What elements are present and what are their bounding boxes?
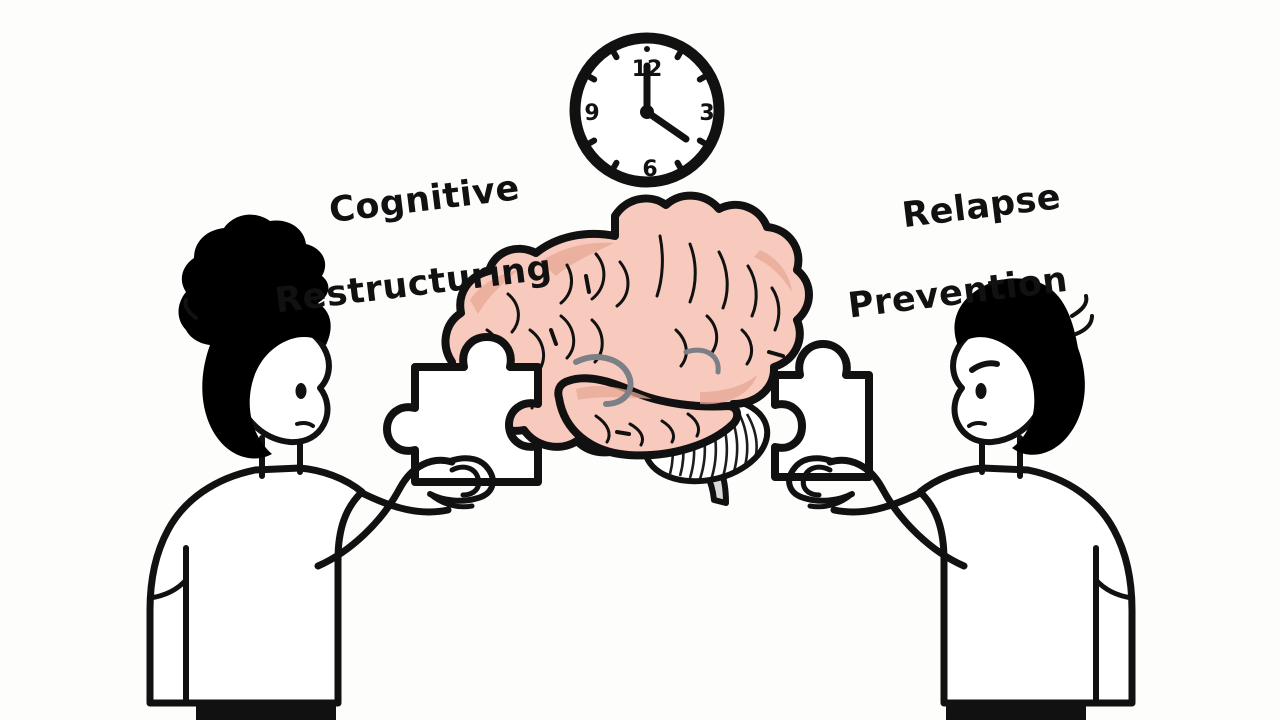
person-right-eyebrow xyxy=(969,360,1000,373)
clock-tick-marks xyxy=(584,46,710,173)
clock-hour-hand xyxy=(643,108,690,143)
person-left-thumb xyxy=(449,464,482,498)
person-right-hand xyxy=(786,455,855,504)
person-right-hair-flick-2 xyxy=(1074,314,1094,336)
person-right-upper-arm xyxy=(826,456,968,570)
person-left-sleeve-cuff xyxy=(147,577,189,601)
person-left-mouth xyxy=(295,420,315,428)
left-puzzle-piece[interactable] xyxy=(383,333,542,486)
brain-dash-accents xyxy=(549,274,785,436)
person-left-sleeve-hem xyxy=(356,488,452,516)
label-relapse-prevention-line2: Prevention xyxy=(845,259,1070,327)
person-right-mouth xyxy=(967,420,987,428)
person-right-thumb xyxy=(800,464,833,498)
clock-numeral-9: 9 xyxy=(584,101,599,126)
person-right-sleeve-cuff xyxy=(1093,577,1135,601)
person-right-fingers xyxy=(807,491,855,510)
person-left-shirt xyxy=(146,464,366,707)
person-right xyxy=(786,278,1136,720)
central-sulcus-hook xyxy=(683,347,721,375)
person-right-hair-flick xyxy=(1070,294,1089,318)
person-left-fingers xyxy=(427,491,475,510)
label-cognitive-restructuring-line1: Cognitive xyxy=(327,168,522,232)
person-right-sleeve-hem xyxy=(830,488,926,516)
clock-numeral-6: 6 xyxy=(642,157,657,182)
brain-shading xyxy=(470,242,792,405)
person-right-eye xyxy=(975,383,987,399)
label-cognitive-restructuring-line2: Restructuring xyxy=(272,247,555,322)
brain-sulci xyxy=(468,234,781,447)
person-left-hand xyxy=(427,455,496,504)
clock-numeral-3: 3 xyxy=(699,101,714,126)
person-left xyxy=(146,214,496,720)
person-left-eye xyxy=(295,383,307,399)
lateral-sulcus-ring xyxy=(573,354,634,407)
person-left-hair xyxy=(178,214,331,459)
label-relapse-prevention-line1: Relapse xyxy=(900,177,1064,237)
right-puzzle-piece[interactable] xyxy=(771,340,873,481)
person-left-hair-flick xyxy=(183,298,198,320)
person-right-hair xyxy=(954,278,1085,455)
clock-center-pin xyxy=(640,105,654,119)
label-relapse-prevention: Relapse Prevention xyxy=(845,139,1083,402)
person-left-upper-arm xyxy=(314,456,456,570)
wall-clock-graphic: 12 3 6 9 xyxy=(569,32,725,188)
temporal-lobe xyxy=(554,374,742,460)
label-cognitive-restructuring: Cognitive Restructuring xyxy=(272,128,564,398)
person-right-shirt xyxy=(916,464,1136,707)
